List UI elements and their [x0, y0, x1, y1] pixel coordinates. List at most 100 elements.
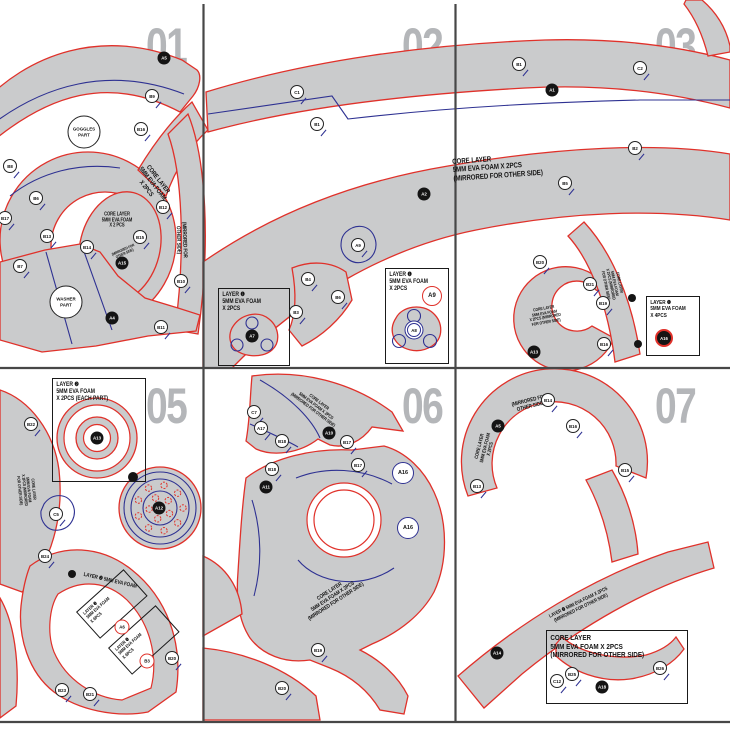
cut-slit [0, 253, 37, 267]
guide-line [251, 499, 261, 597]
hole-mark [391, 333, 407, 349]
seam-tick [90, 252, 97, 260]
hole-mark [145, 505, 153, 513]
part-label-C5: C5 [49, 507, 63, 521]
seam-tick [39, 203, 46, 211]
ring-piece [56, 397, 138, 479]
seam-tick [285, 693, 292, 701]
seam-tick [264, 433, 271, 441]
guide-circle [142, 490, 178, 526]
part-label-A11: A11 [259, 480, 273, 494]
guide-circle [130, 478, 190, 538]
part-label-B6: B6 [331, 290, 345, 304]
hole-mark [422, 333, 438, 349]
guide-line [81, 245, 113, 331]
pattern-piece [202, 146, 730, 369]
guide-line [45, 251, 73, 345]
page-number-07: 07 [655, 378, 697, 434]
part-label-B14: B14 [541, 393, 555, 407]
part-label-A13: A13 [90, 431, 104, 445]
pattern-piece [229, 313, 279, 357]
guide-line [207, 95, 730, 120]
seam-tick [59, 519, 66, 527]
hole-mark [164, 496, 172, 505]
seam-tick [575, 679, 582, 687]
hole-mark [230, 338, 244, 352]
hole-mark [144, 524, 153, 532]
seam-tick [568, 188, 575, 196]
part-label-B25: B25 [565, 667, 579, 681]
page-number-02: 02 [402, 18, 444, 74]
panel-01-shapes [0, 45, 209, 353]
seam-tick [480, 491, 487, 499]
part-label-B19: B19 [596, 296, 610, 310]
part-label-B20: B20 [533, 255, 547, 269]
part-label-B2: B2 [628, 141, 642, 155]
ring-piece [75, 416, 119, 460]
part-label-B17: B17 [351, 458, 365, 472]
seam-tick [166, 212, 173, 220]
hole-mark [134, 512, 143, 520]
seam-tick [350, 447, 357, 455]
guide-line [40, 495, 75, 531]
hole-mark [165, 509, 174, 518]
part-label-B16: B16 [134, 122, 148, 136]
part-label-B10: B10 [174, 274, 188, 288]
part-label-B13: B13 [40, 229, 54, 243]
seam-tick [23, 271, 30, 279]
guide-line [9, 165, 121, 197]
part-label-A9: A9 [422, 286, 442, 306]
part-label-B15: B15 [618, 463, 632, 477]
part-label-C7: C7 [247, 405, 261, 419]
part-label-B21: B21 [83, 687, 97, 701]
seam-tick [551, 405, 558, 413]
part-label-B17: B17 [0, 211, 12, 225]
part-label-B15: B15 [133, 230, 147, 244]
seam-tick [175, 663, 182, 671]
seam-tick [321, 655, 328, 663]
part-label-B24: B24 [38, 549, 52, 563]
part-label-A17: A17 [254, 421, 268, 435]
seam-tick [628, 475, 635, 483]
part-label-B12: B12 [156, 200, 170, 214]
pattern-piece [555, 635, 685, 681]
seam-tick [560, 686, 567, 694]
part-label-B13: B13 [470, 479, 484, 493]
part-label-C1: C1 [290, 85, 304, 99]
part-label-B22: B22 [24, 417, 38, 431]
seam-tick [341, 302, 348, 310]
ring-piece [63, 404, 131, 472]
hole-mark [173, 489, 182, 497]
pattern-piece [205, 39, 730, 133]
seam-tick [607, 349, 614, 357]
guide-line [0, 79, 185, 120]
seam-tick [361, 470, 368, 478]
part-label-B21: B21 [583, 277, 597, 291]
seam-tick [606, 308, 613, 316]
pattern-piece [567, 221, 641, 363]
part-label-A4: A4 [105, 311, 119, 325]
part-label-A7: A7 [245, 329, 259, 343]
part-label-B16: B16 [566, 419, 580, 433]
part-label-A13: A13 [527, 345, 541, 359]
pattern-piece [236, 445, 446, 715]
seam-tick [93, 699, 100, 707]
part-label-A15: A15 [115, 256, 129, 270]
part-label-B20: B20 [275, 681, 289, 695]
pattern-piece [202, 647, 321, 721]
hole-mark [151, 494, 160, 502]
seam-tick [361, 250, 368, 258]
part-label-B1: B1 [512, 57, 526, 71]
